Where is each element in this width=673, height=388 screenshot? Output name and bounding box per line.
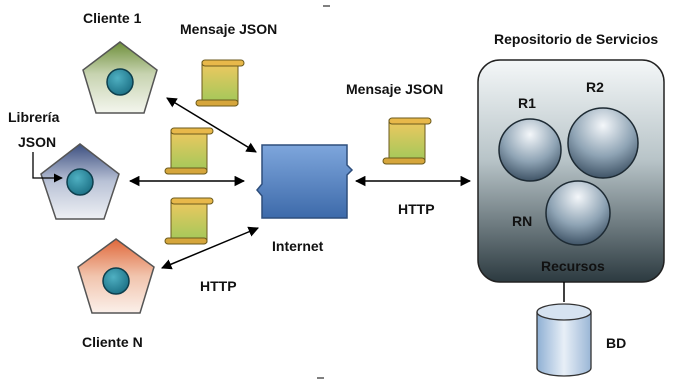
- database-cylinder-icon: [536, 303, 592, 377]
- client-n-core: [102, 267, 130, 295]
- client-n-node: [77, 238, 155, 314]
- database-label: BD: [606, 335, 626, 351]
- client-n-label: Cliente N: [82, 334, 143, 350]
- internet-node: [256, 144, 354, 219]
- library-label-line2: JSON: [18, 134, 56, 150]
- json-scroll-right-icon: [382, 117, 432, 165]
- resource-rn-sphere: [545, 180, 611, 246]
- message-left-label: Mensaje JSON: [180, 21, 277, 37]
- internet-label: Internet: [272, 238, 324, 254]
- library-pointer-arrow: [32, 152, 63, 183]
- resource-r1-sphere: [498, 118, 562, 182]
- arrow-client1-internet: [166, 97, 257, 153]
- json-scroll-1-icon: [195, 59, 245, 107]
- resources-label: Recursos: [541, 258, 605, 274]
- library-client-node: [40, 143, 120, 220]
- client-1-node: [82, 41, 158, 114]
- library-client-core: [66, 168, 94, 196]
- repository-title: Repositorio de Servicios: [494, 31, 658, 47]
- client-1-core: [106, 68, 134, 96]
- http-bottom-label: HTTP: [200, 278, 237, 294]
- resource-rn-label: RN: [512, 213, 532, 229]
- client-1-label: Cliente 1: [83, 10, 142, 26]
- resource-r2-label: R2: [586, 79, 604, 95]
- arrow-clientn-internet: [161, 226, 259, 270]
- json-scroll-2-icon: [164, 127, 214, 175]
- repository-container: [477, 59, 665, 283]
- resource-r1-label: R1: [518, 95, 536, 111]
- library-label-line1: Librería: [8, 109, 60, 125]
- resource-r2-sphere: [567, 107, 639, 179]
- http-right-label: HTTP: [398, 201, 435, 217]
- message-right-label: Mensaje JSON: [346, 81, 443, 97]
- json-scroll-3-icon: [164, 197, 214, 245]
